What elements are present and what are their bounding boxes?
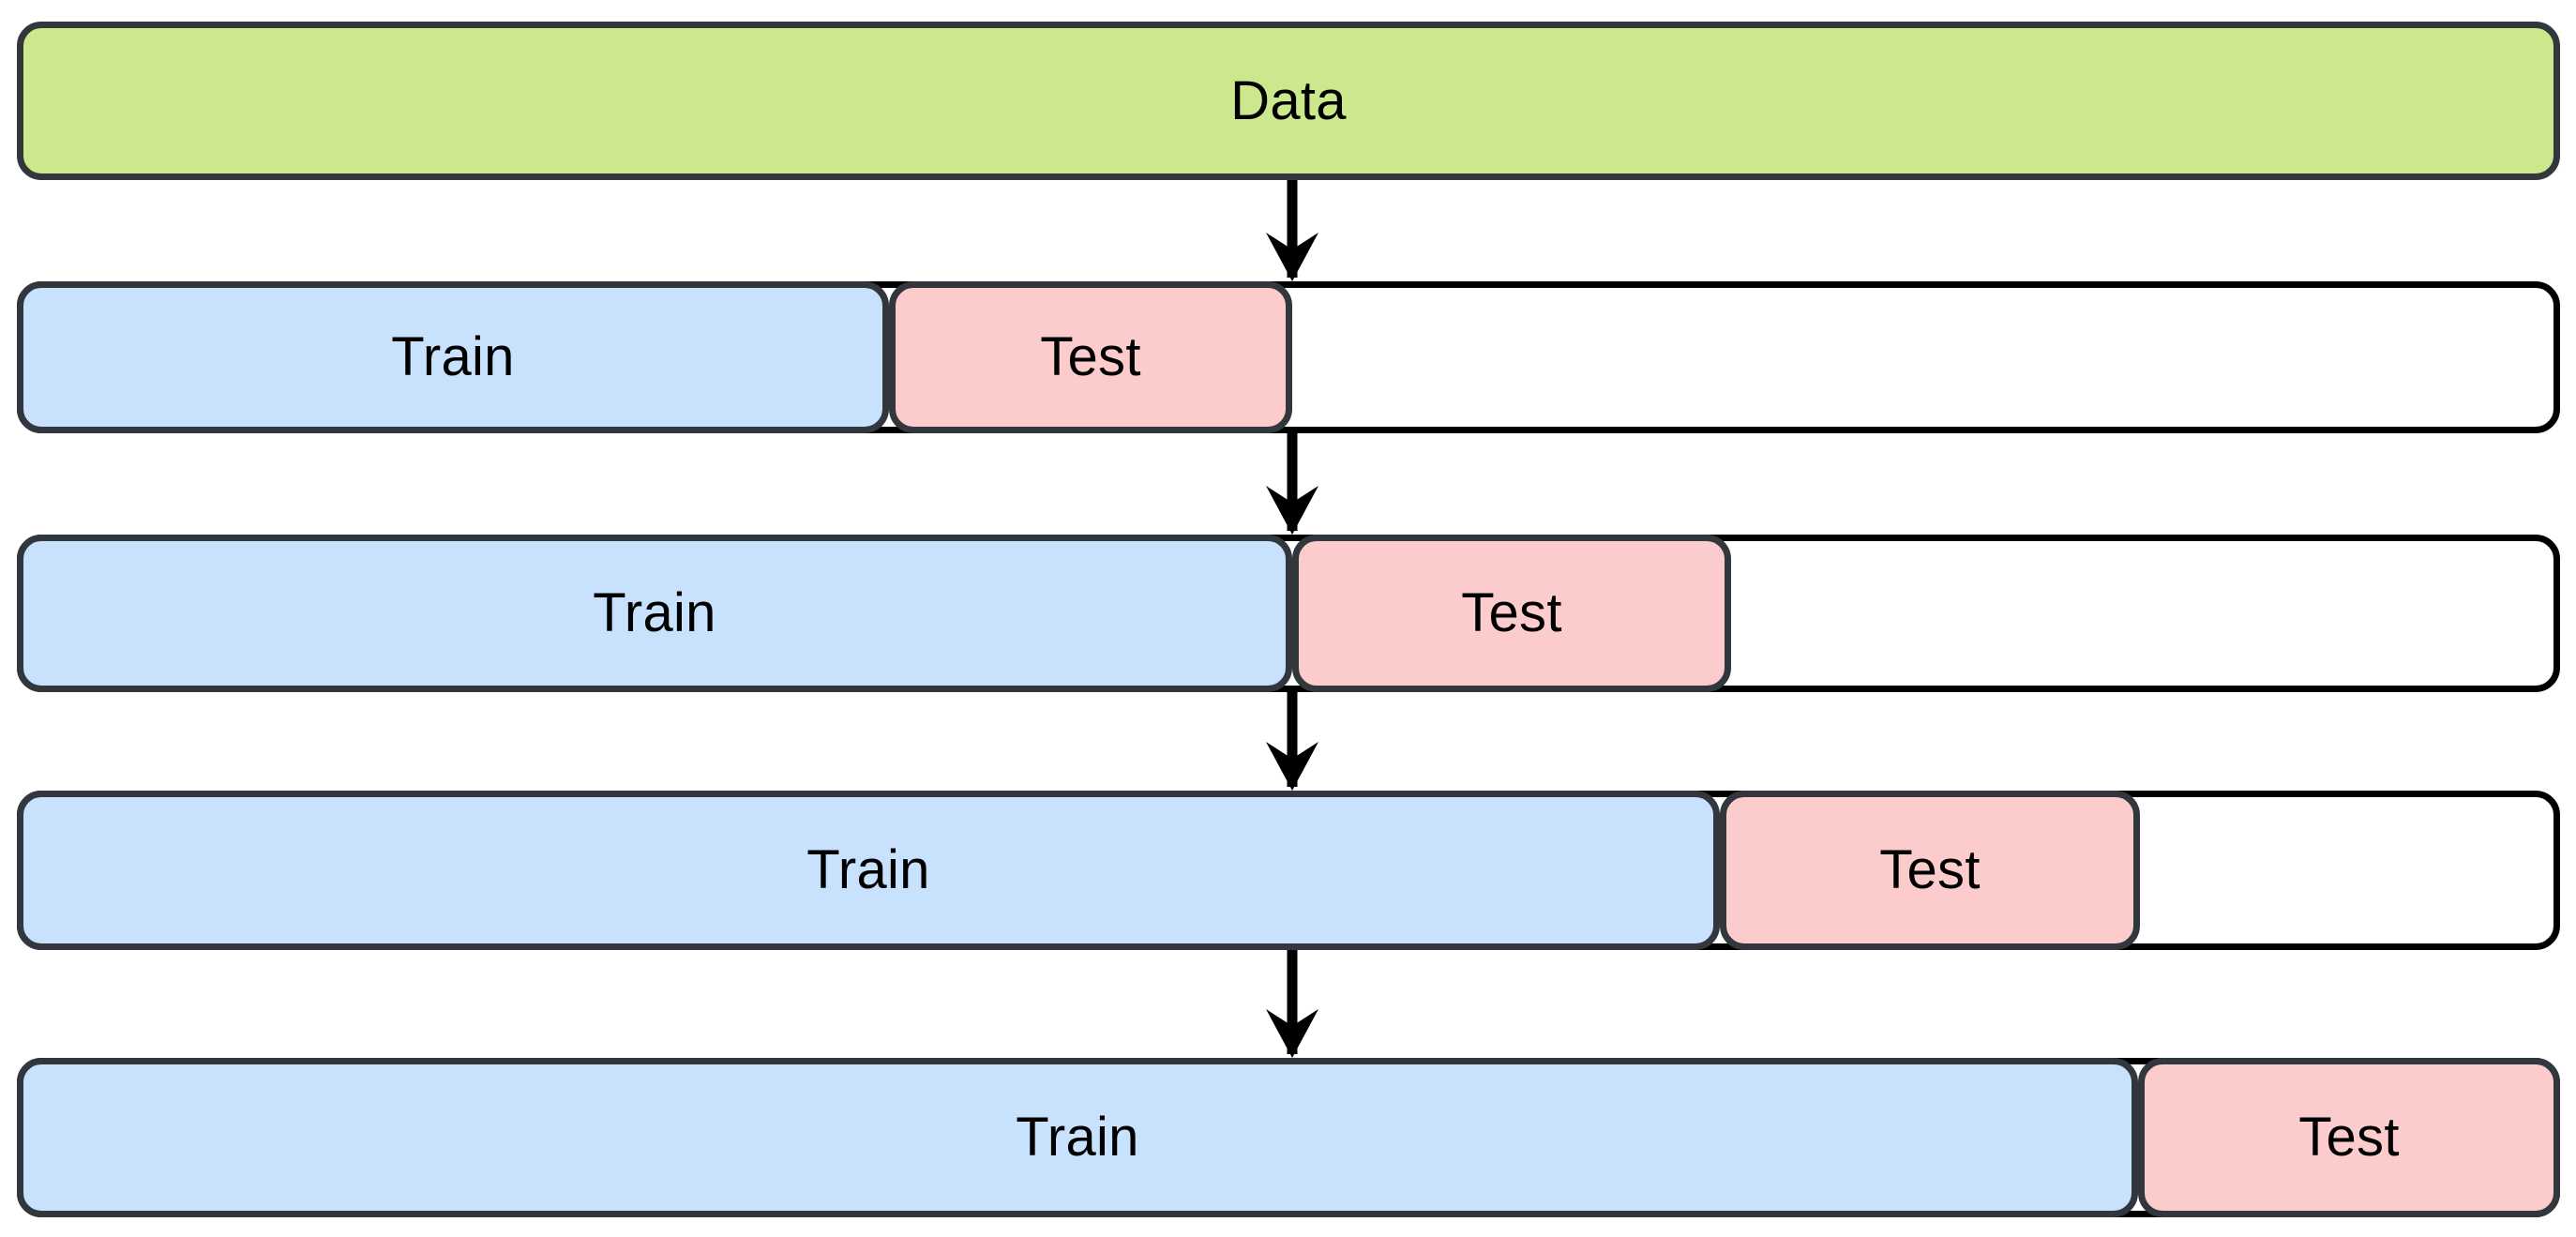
- block-test-row-fold-3: Test: [1720, 791, 2140, 950]
- block-data-row-data: Data: [17, 22, 2560, 180]
- flow-arrow-1: [1255, 180, 1330, 281]
- block-train-row-fold-2: Train: [17, 535, 1292, 692]
- flow-arrow-3: [1255, 692, 1330, 791]
- block-train-row-fold-4: Train: [17, 1058, 2138, 1217]
- flow-arrow-4: [1255, 950, 1330, 1058]
- block-test-row-fold-2: Test: [1292, 535, 1731, 692]
- block-train-row-fold-3: Train: [17, 791, 1720, 950]
- block-test-row-fold-4: Test: [2138, 1058, 2560, 1217]
- block-test-row-fold-1: Test: [889, 281, 1292, 433]
- block-train-row-fold-1: Train: [17, 281, 889, 433]
- flow-arrow-2: [1255, 433, 1330, 535]
